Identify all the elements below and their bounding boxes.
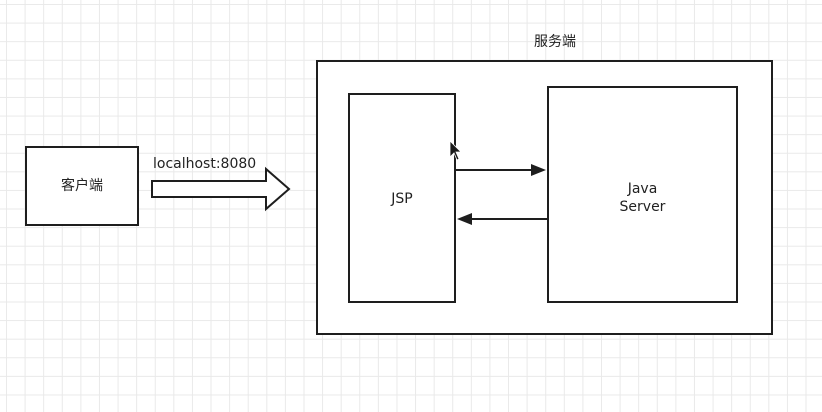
client-label: 客户端: [61, 178, 103, 194]
java-server-label-line1: Java: [627, 181, 658, 197]
request-block-arrow: [151, 166, 291, 212]
jsp-label: JSP: [391, 191, 413, 207]
address-label: localhost:8080: [153, 156, 257, 172]
java-server-label-line2: Server: [619, 199, 666, 215]
server-group-title: 服务端: [534, 34, 576, 50]
client-box: 客户端: [25, 146, 139, 226]
jsp-box: JSP: [348, 93, 456, 303]
java-server-box: Java Server: [547, 86, 738, 303]
